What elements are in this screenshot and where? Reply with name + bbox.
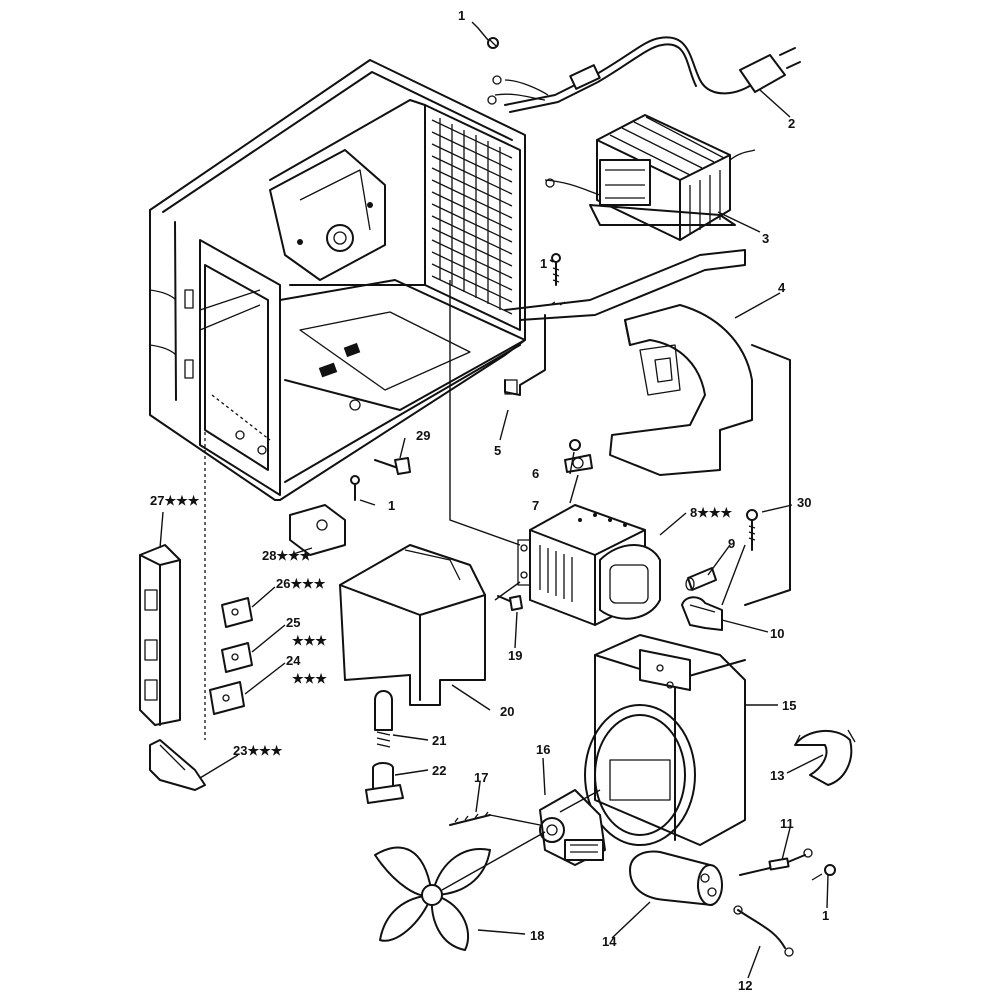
power-cord [487,36,801,113]
callout-24: 24 [286,653,301,668]
callout-20: 20 [500,704,514,719]
callout-25-stars: ★★★ [292,633,327,648]
wire-12 [733,905,794,957]
callout-16: 16 [536,742,550,757]
leader-blade-motor [441,831,546,891]
callout-12: 12 [738,978,752,993]
fan-housing [584,634,746,846]
callout-1-rail: 1 [540,256,547,271]
screw-29 [374,457,411,475]
capacitor [629,850,723,906]
interlock-holder-27 [139,544,181,726]
callout-18: 18 [530,928,544,943]
callout-4: 4 [778,280,786,295]
lamp-21 [374,690,393,748]
switch-26 [221,597,253,628]
magnetron [517,504,661,626]
screw-30 [746,509,758,551]
lamp-socket-22 [365,762,404,804]
screw-1-mid [350,475,360,501]
leader-magnetron-cavity [449,280,521,546]
clamp-13 [794,729,856,786]
callout-9: 9 [728,536,735,551]
vent-perforation [431,118,513,315]
leader-motor-housing [559,789,601,813]
callout-28: 28★★★ [262,548,312,563]
screw-17 [449,811,491,826]
callout-1-mid: 1 [388,498,395,513]
callout-30: 30 [797,495,811,510]
callout-11: 11 [780,816,794,831]
callout-8: 8★★★ [690,505,733,520]
callout-3: 3 [762,231,769,246]
callout-24-stars: ★★★ [292,671,327,686]
callout-1-top: 1 [458,8,465,23]
callout-19: 19 [508,648,522,663]
callout-6: 6 [532,466,539,481]
thermal-cutout [564,439,593,473]
fan-motor [539,789,606,866]
callout-10: 10 [770,626,784,641]
callout-7: 7 [532,498,539,513]
leader-magnetron-screw [494,581,521,601]
screw-1-top [487,37,499,49]
mounting-rail-bracket [504,249,746,396]
callout-leaders [159,21,829,979]
switch-24 [209,681,245,715]
switch-25 [221,642,253,673]
leader-screw17-motor [489,814,541,826]
fan-blade [374,846,491,951]
screw-1-rail [551,253,561,286]
callout-26: 26★★★ [276,576,326,591]
bracket-28 [289,504,346,556]
callout-13: 13 [770,768,784,783]
air-duct-20 [339,544,486,706]
callout-21: 21 [432,733,446,748]
callout-22: 22 [432,763,446,778]
callout-14: 14 [602,934,617,949]
holder-10 [681,596,723,631]
screw-1-bottom [811,864,836,881]
oven-cabinet-frame [149,59,526,740]
callout-17: 17 [474,770,488,785]
callout-27: 27★★★ [150,493,200,508]
callout-23: 23★★★ [233,743,283,758]
callout-2: 2 [788,116,795,131]
fuse-11 [739,848,813,876]
callout-29: 29 [416,428,430,443]
latch-23 [149,739,206,791]
callout-5: 5 [494,443,501,458]
air-duct-cover [609,304,791,606]
leader-screw30-holder [721,544,746,606]
transformer [544,114,756,241]
callout-labels: 1 2 3 1 4 5 29 1 6 7 8★★★ 30 9 10 27★★★ … [150,8,829,993]
callout-15: 15 [782,698,796,713]
callout-25: 25 [286,615,300,630]
callout-1-bottom: 1 [822,908,829,923]
screw-19 [497,595,523,611]
